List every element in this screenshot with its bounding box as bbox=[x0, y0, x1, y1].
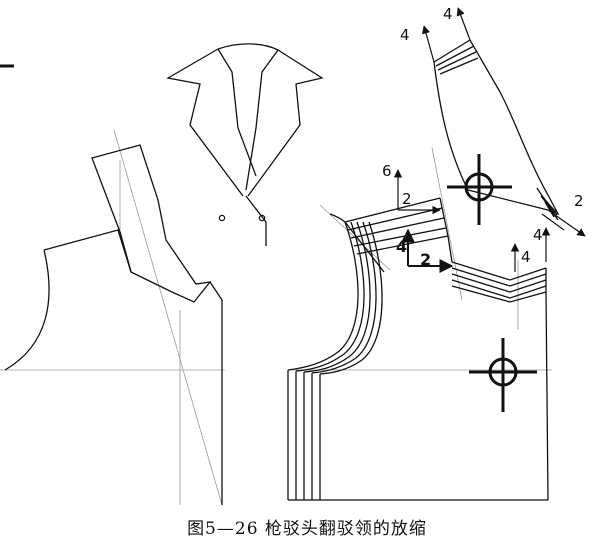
grade-label: 4 bbox=[400, 26, 410, 44]
left-bodice-pattern bbox=[0, 129, 225, 506]
crosshair-target-icon bbox=[447, 154, 512, 225]
arrow-icon bbox=[393, 7, 586, 273]
grade-label: 6 bbox=[382, 162, 392, 180]
grade-label: 4 bbox=[443, 5, 453, 23]
grade-label: 2 bbox=[420, 250, 432, 269]
grade-label: 2 bbox=[402, 190, 412, 208]
grade-label: 4 bbox=[521, 248, 531, 266]
crosshair-target-icon bbox=[469, 338, 537, 412]
grade-label: 4 bbox=[533, 226, 543, 244]
figure-caption: 图5—26 枪驳头翻驳领的放缩 bbox=[187, 519, 427, 539]
grade-label: 4 bbox=[396, 237, 408, 256]
jacket-sketch bbox=[166, 43, 324, 246]
grade-label: 2 bbox=[574, 192, 584, 210]
graded-pattern bbox=[287, 39, 560, 501]
